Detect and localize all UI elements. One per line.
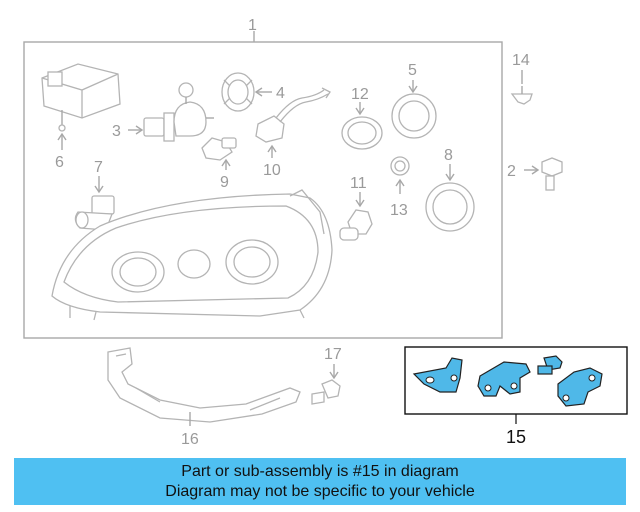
callout-8: 8 <box>444 147 453 164</box>
callout-6: 6 <box>55 154 64 171</box>
socket-harness-part <box>255 87 331 143</box>
ring-seal-part <box>341 116 383 150</box>
banner-line-1: Part or sub-assembly is #15 in diagram <box>181 463 459 480</box>
clip-part <box>510 86 533 105</box>
callout-3: 3 <box>112 123 121 140</box>
cover-ring-part <box>391 93 437 139</box>
callout-5: 5 <box>408 62 417 79</box>
bracket-15c-part <box>557 367 603 407</box>
side-bulb-part <box>339 209 373 241</box>
small-bulb-part <box>201 137 237 161</box>
callout-2: 2 <box>507 163 516 180</box>
leveling-motor-part <box>41 63 121 132</box>
bracket-15b-part <box>477 361 531 397</box>
callout-9: 9 <box>220 174 229 191</box>
bulb-cap-part <box>221 72 255 112</box>
mounting-bracket-part <box>107 347 301 423</box>
callout-10: 10 <box>263 162 281 179</box>
callout-17: 17 <box>324 346 342 363</box>
callout-11: 11 <box>350 175 367 192</box>
callout-7: 7 <box>94 159 103 176</box>
callout-1: 1 <box>248 17 257 34</box>
assembly-frame <box>23 41 503 339</box>
bolt-15-part <box>537 355 563 375</box>
headlight-bulb-part <box>143 82 214 142</box>
large-cover-ring-part <box>425 182 475 232</box>
callout-4: 4 <box>276 85 285 102</box>
screw-part <box>311 379 341 405</box>
callout-15: 15 <box>506 427 526 447</box>
callout-16: 16 <box>181 431 199 448</box>
headlight-housing <box>51 189 333 321</box>
info-banner: Part or sub-assembly is #15 in diagram D… <box>14 458 626 505</box>
parts-diagram: 1 6 3 4 9 10 <box>23 17 628 448</box>
banner-line-2: Diagram may not be specific to your vehi… <box>165 483 475 500</box>
bracket-15a-part <box>412 357 463 393</box>
bolt-part <box>541 157 563 191</box>
callout-13: 13 <box>390 202 408 219</box>
callout-12: 12 <box>351 86 369 103</box>
grommet-part <box>390 156 410 176</box>
callout-14: 14 <box>512 52 530 69</box>
